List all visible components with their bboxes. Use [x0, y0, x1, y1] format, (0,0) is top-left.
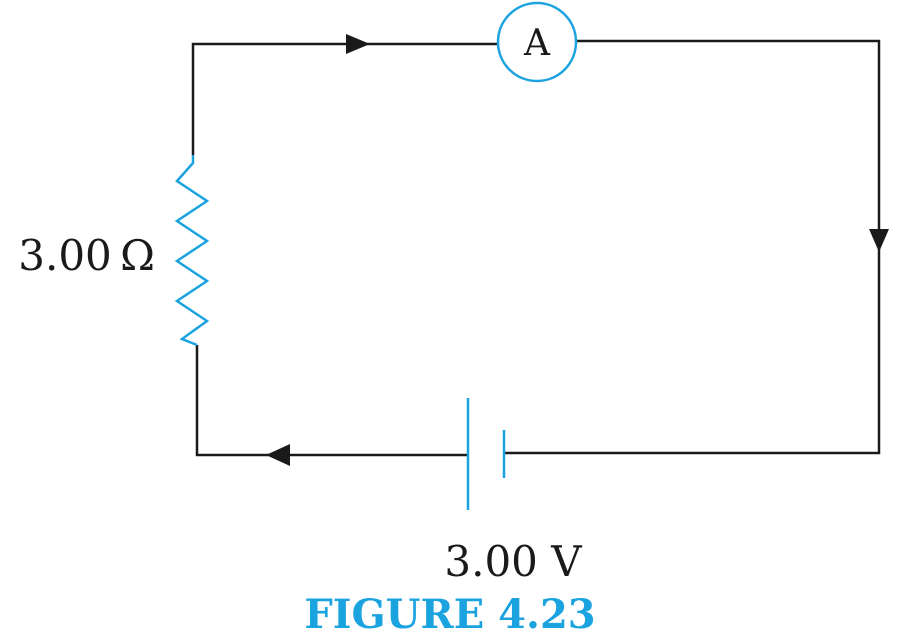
bottom-left-wire	[195, 345, 467, 457]
current-arrow-right	[869, 229, 889, 252]
resistor-label: 3.00 Ω	[18, 231, 155, 280]
current-arrow-top	[346, 34, 370, 54]
resistor-zigzag	[174, 155, 210, 347]
current-arrow-bottom	[266, 444, 290, 466]
ammeter-circle	[496, 1, 578, 83]
top-wire-left	[191, 42, 497, 155]
ammeter-label: A	[523, 23, 551, 64]
battery-label: 3.00 V	[444, 537, 582, 586]
figure-caption: FIGURE 4.23	[304, 591, 595, 638]
right-wire	[505, 39, 881, 455]
